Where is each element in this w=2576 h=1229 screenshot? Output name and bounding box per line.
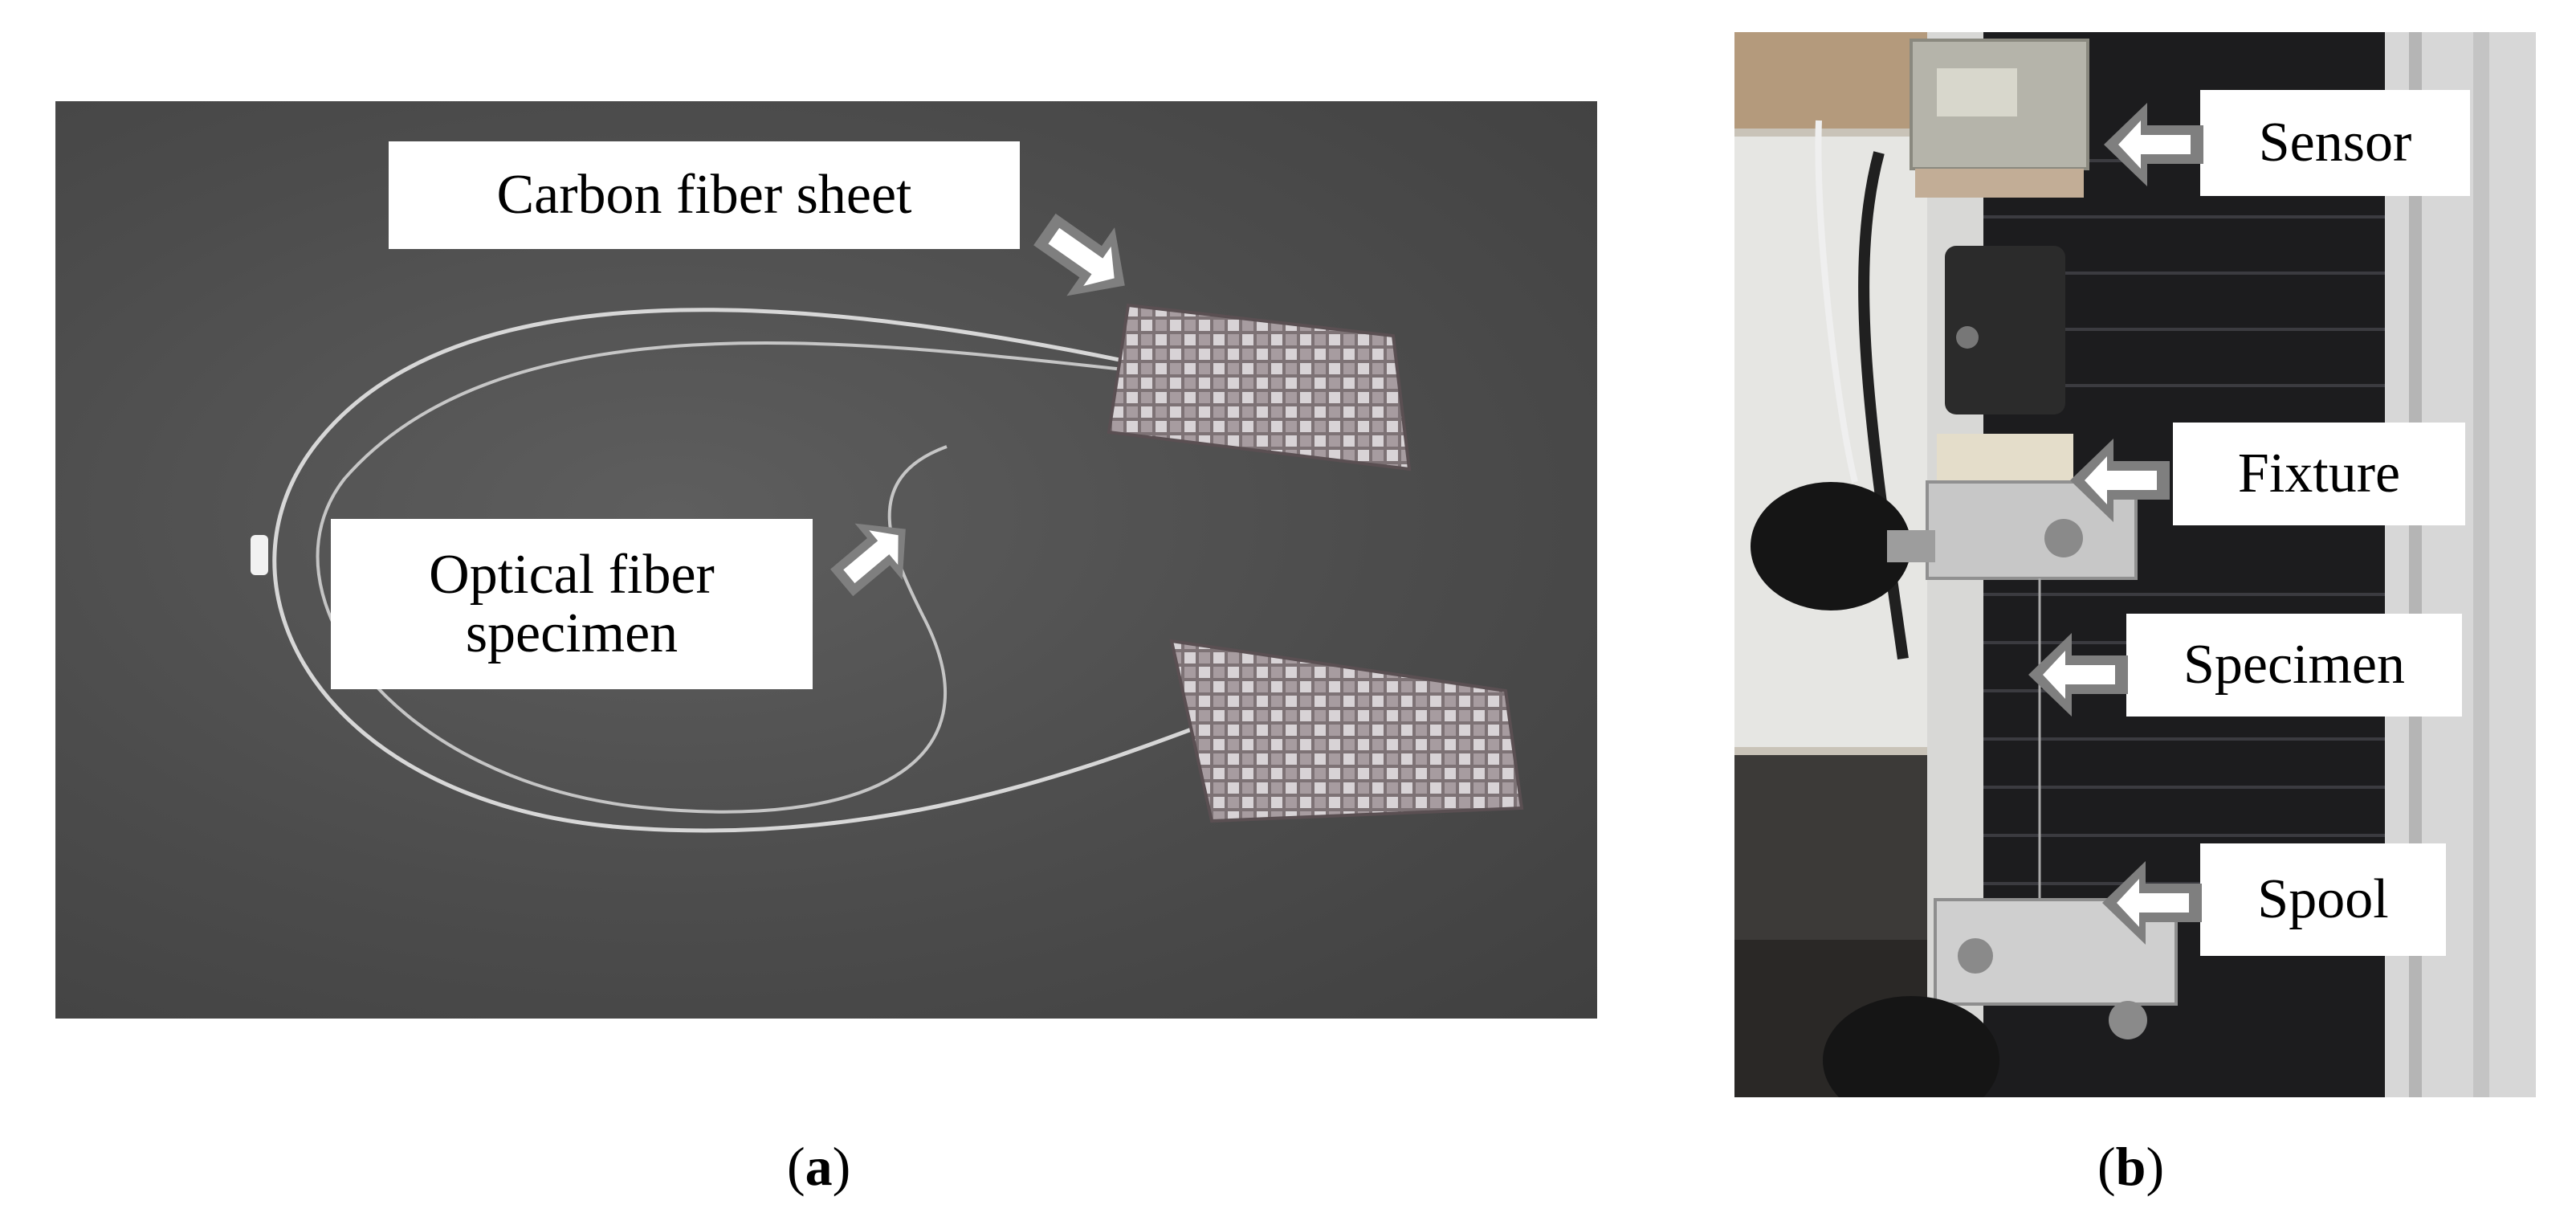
photo-carbon-fiber-specimen	[55, 101, 1597, 1019]
fiber-connector	[251, 535, 268, 575]
carbon-sheet-bottom	[1169, 639, 1524, 823]
caption-b: (b)	[2097, 1136, 2165, 1197]
label-spool: Spool	[2200, 843, 2446, 956]
label-optical-fiber-line2: specimen	[465, 602, 679, 664]
label-specimen: Specimen	[2126, 614, 2462, 717]
caption-a-letter: a	[805, 1136, 833, 1197]
label-carbon-fiber-sheet: Carbon fiber sheet	[389, 141, 1020, 249]
label-fixture: Fixture	[2173, 423, 2465, 525]
label-specimen-text: Specimen	[2183, 634, 2406, 696]
label-optical-fiber-line1: Optical fiber	[429, 543, 715, 606]
label-carbon-fiber-sheet-text: Carbon fiber sheet	[496, 164, 912, 227]
label-sensor: Sensor	[2200, 90, 2470, 196]
caption-a: (a)	[787, 1136, 851, 1197]
label-optical-fiber-specimen: Optical fiber specimen	[331, 519, 813, 689]
optical-fiber-loop-outer	[272, 308, 1196, 833]
label-sensor-text: Sensor	[2258, 112, 2412, 174]
photo-a-scene	[251, 303, 1524, 833]
label-spool-text: Spool	[2257, 868, 2389, 931]
carbon-sheet-top	[1107, 303, 1412, 472]
optical-fiber-loop-inner	[316, 341, 1132, 814]
caption-b-letter: b	[2115, 1136, 2146, 1197]
label-fixture-text: Fixture	[2237, 443, 2401, 505]
